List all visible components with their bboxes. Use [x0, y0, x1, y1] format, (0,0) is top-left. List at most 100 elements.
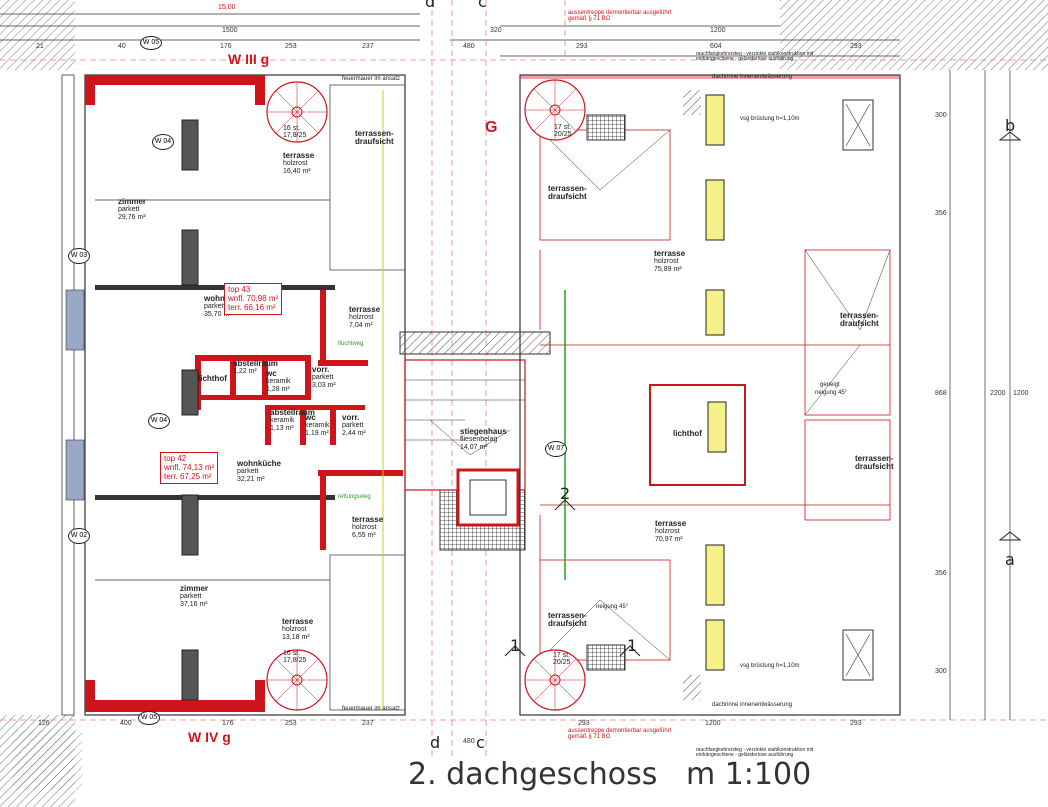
dim-top-253: 253 [285, 43, 297, 50]
dim-right-1200: 1200 [1013, 390, 1029, 397]
stair-count: 17 st. [553, 652, 571, 659]
dim-right-300a: 300 [935, 112, 947, 119]
room-name: terrassen- [548, 184, 587, 193]
room-name: vorr. [342, 413, 360, 422]
dim-top-176: 176 [220, 43, 232, 50]
room-area: 7,04 m² [349, 321, 373, 329]
left-building [61, 74, 406, 716]
room-floor: holzrost [283, 160, 308, 168]
dim-right-868: 868 [935, 390, 947, 397]
dim-top-604: 604 [710, 43, 722, 50]
room-terrasse-7: terrasse holzrost 7,04 m² [349, 305, 381, 329]
room-area: 6,55 m² [352, 531, 376, 539]
dim-bottom-126: 126 [38, 720, 50, 727]
axis-label-top-c: c [478, 0, 487, 11]
stair-label-left-top: 16 st. 17,8/25 [283, 125, 306, 140]
dim-top-480: 480 [463, 43, 475, 50]
room-area: 16,40 m² [283, 167, 311, 175]
window-tag-w03: W 03 [68, 248, 90, 264]
room-floor: parkett [118, 206, 140, 214]
stair-count: 16 st. [283, 650, 301, 657]
note-aussentreppe-bottom: aussentreppe demontierbar ausgeführt gem… [568, 728, 672, 741]
plan-title: 2. dachgeschoss m 1:100 [408, 757, 812, 792]
room-abstellraum-bottom: abstellraum keramik 1,13 m² [270, 408, 315, 432]
note-feuermauer-bottom: feuermauer im ansatz [342, 706, 401, 712]
unit-id: top 42 [164, 454, 187, 463]
room-floor: fliesenbelag [460, 436, 498, 444]
room-floor: parkett [180, 593, 202, 601]
dim-bottom-237: 237 [362, 720, 374, 727]
note-rauchfangkehrersteg-top: rauchfangkehrersteg - verzinkte stahlkon… [696, 51, 814, 63]
dim-bottom-1200: 1200 [705, 720, 721, 727]
axis-G-label: G [485, 119, 498, 136]
note-vsg-bottom: vsg brüstung h=1,10m [740, 663, 800, 669]
unit-box-top42: top 42 wnfl. 74,13 m² terr. 67,25 m² [160, 452, 219, 484]
room-floor: keramik [266, 378, 291, 386]
axis-label-right-b: b [1005, 116, 1016, 135]
axis-label-bottom-c: c [476, 733, 485, 752]
note-dachrinne-top: dachrinne innenentwässerung [712, 74, 793, 80]
dim-top-293b: 293 [850, 43, 862, 50]
unit-terr: terr. 67,25 m² [164, 472, 212, 482]
dim-top-320: 320 [490, 27, 502, 34]
room-terrasse-70: terrasse holzrost 70,97 m² [655, 519, 686, 543]
room-abstellraum-top: abstellraum 1,22 m² [233, 359, 278, 376]
unit-id: top 43 [228, 285, 251, 294]
window-tag-w04-top: W 04 [152, 134, 174, 150]
room-name: zimmer [118, 197, 147, 206]
room-terrasse-75: terrasse holzrost 75,89 m² [654, 249, 685, 273]
cut-label-1b: 1 [627, 636, 638, 655]
spiral-stair-left-top [266, 81, 328, 143]
room-name: abstellraum [233, 359, 278, 368]
top-dimension-chain [0, 13, 900, 57]
room-name: lichthof [198, 374, 227, 383]
room-area: 35,70 m² [204, 310, 232, 318]
room-name: terrassen- [355, 129, 394, 138]
dim-right-2200: 2200 [990, 390, 1006, 397]
room-terrassendraufsicht-right-bottom: terrassen- draufsicht [548, 611, 587, 629]
dim-top-1200: 1200 [710, 27, 726, 34]
stair-ratio: 20/25 [553, 659, 571, 667]
room-floor: draufsicht [355, 137, 394, 147]
room-name: terrasse [283, 151, 315, 160]
room-name: terrassen- [855, 454, 894, 463]
note-vsg-top: vsg brüstung h=1,10m [740, 116, 800, 122]
note-rettungsweg: rettungsweg [338, 494, 371, 500]
room-terrassendraufsicht-left-top: terrassen- draufsicht [355, 129, 394, 147]
dim-top-293: 293 [576, 43, 588, 50]
note-feuermauer-top: feuermauer im ansatz [342, 76, 401, 82]
room-floor: holzrost [654, 258, 679, 266]
unit-box-top43: top 43 wnfl. 70,98 m² terr. 66,16 m² [224, 283, 283, 315]
room-name: vorr. [312, 365, 330, 374]
room-area: 1,13 m² [270, 424, 294, 432]
stair-label-right-top: 17 st. 20/25 [554, 124, 572, 139]
room-floor: draufsicht [548, 619, 587, 629]
unit-wnfl: wnfl. 74,13 m² [164, 463, 215, 473]
axis-label-bottom-d: d [430, 733, 441, 752]
room-zimmer-bottom: zimmer parkett 37,16 m² [180, 584, 209, 608]
dim-bottom-400: 400 [120, 720, 132, 727]
note-neigung-b: neigung 45° [596, 604, 629, 610]
dim-bottom-253: 253 [285, 720, 297, 727]
room-name: lichthof [673, 429, 702, 438]
room-name: zimmer [180, 584, 209, 593]
room-terrasse-16: terrasse holzrost 16,40 m² [283, 151, 315, 175]
spiral-stair-left-bottom [266, 649, 328, 711]
room-name: terrasse [349, 305, 381, 314]
stair-count: 17 st. [554, 124, 572, 131]
stair-ratio: 17,8/25 [283, 132, 307, 140]
room-name: terrassen- [840, 311, 879, 320]
dim-top-1500a: 15,00 [218, 4, 236, 11]
room-floor: keramik [270, 417, 295, 425]
room-floor: holzrost [282, 626, 307, 634]
unit-wnfl: wnfl. 70,98 m² [228, 294, 279, 304]
room-area: 14,07 m² [460, 443, 488, 451]
dim-top-40: 40 [118, 43, 126, 50]
room-stiegenhaus: stiegenhaus fliesenbelag 14,07 m² [460, 427, 507, 451]
room-name: wohnküche [237, 459, 282, 468]
room-terrasse-6: terrasse holzrost 6,55 m² [352, 515, 383, 539]
dim-top-1500b: 1500 [222, 27, 238, 34]
room-floor: holzrost [352, 524, 377, 532]
